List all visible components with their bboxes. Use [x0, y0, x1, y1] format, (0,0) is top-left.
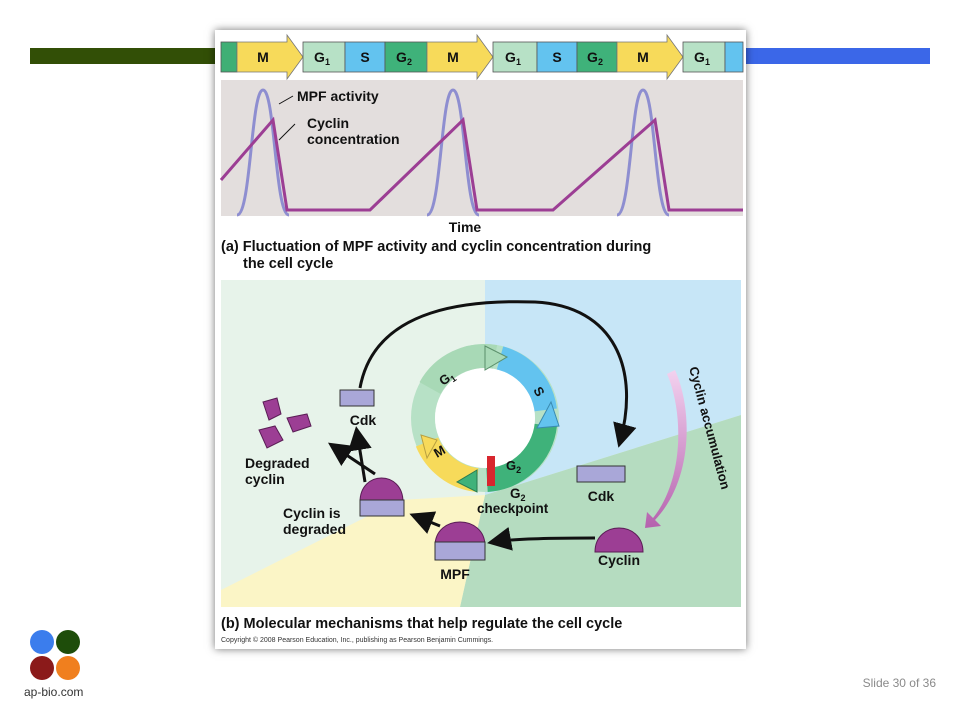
mpf-label: MPF [440, 566, 470, 582]
cyclin-label: Cyclin [598, 552, 640, 568]
phase-block-g2 [384, 41, 428, 73]
arrow-cdk-recycle [358, 300, 637, 448]
phase-label: S [552, 49, 561, 65]
logo-dot-blue [30, 630, 54, 654]
mpf-activity-curve [236, 88, 670, 217]
phase-block-m [236, 33, 304, 81]
phase-bar: M G1 S G2 M G1 S G2 M G1 [220, 33, 744, 81]
caption-b: (b) Molecular mechanisms that help regul… [221, 616, 622, 632]
phase-block-g1 [682, 41, 726, 73]
copyright-line: Copyright © 2008 Pearson Education, Inc.… [221, 636, 493, 644]
legend-concentration: concentration [307, 131, 400, 147]
decor-bar-right [740, 48, 930, 64]
logo-text: ap-bio.com [24, 685, 84, 699]
phase-label: M [257, 49, 269, 65]
cdk-right-shape [576, 465, 626, 483]
caption-a-line2: the cell cycle [243, 256, 333, 272]
logo-dot-orange [56, 656, 80, 680]
checkpoint-label-line2: checkpoint [477, 501, 549, 516]
cyclin-shape [594, 527, 644, 553]
cdk-left-label: Cdk [350, 412, 377, 428]
cdk-degrading-shape [359, 499, 405, 517]
figure-card: M G1 S G2 M G1 S G2 M G1 MPF activity Cy… [215, 30, 746, 649]
ap-bio-logo [30, 630, 80, 680]
legend-cyclin: Cyclin [307, 115, 349, 131]
legend-pointer [278, 95, 294, 105]
arrow-cyclin-to-mpf [487, 526, 596, 551]
degraded-cyclin-fragments [258, 397, 312, 449]
cyclin-is-degraded-line2: degraded [283, 521, 346, 537]
logo-dot-red [30, 656, 54, 680]
cyclin-degrading-shape [359, 477, 404, 503]
cdk-left-shape [339, 389, 375, 407]
phase-block-s [536, 41, 578, 73]
decor-bar-left [30, 48, 222, 64]
phase-block-g1 [492, 41, 538, 73]
phase-label: M [447, 49, 459, 65]
legend-pointer [278, 123, 296, 141]
cyclin-is-degraded-line1: Cyclin is [283, 505, 341, 521]
x-axis-label: Time [449, 219, 482, 235]
phase-label: S [360, 49, 369, 65]
phase-block-s [344, 41, 386, 73]
degraded-cyclin-line1: Degraded [245, 455, 310, 471]
arrow-to-degraded [328, 442, 376, 476]
cyclin-concentration-curve [219, 116, 743, 212]
arrow-to-cdk-left [347, 426, 372, 483]
caption-a-line1: (a) Fluctuation of MPF activity and cycl… [221, 239, 651, 255]
cdk-right-label: Cdk [588, 488, 615, 504]
legend-mpf-activity: MPF activity [297, 88, 379, 104]
g2-checkpoint-marker [487, 456, 495, 486]
phase-label: M [637, 49, 649, 65]
phase-block-m [616, 33, 684, 81]
cell-cycle-figure: M G1 S G2 M G1 S G2 M G1 MPF activity Cy… [219, 33, 744, 644]
cyclin-accumulation-arrow [645, 370, 687, 528]
arrow-mpf-to-degraded [409, 511, 441, 534]
cell-cycle-ring [411, 344, 560, 493]
phase-block-g1 [302, 41, 346, 73]
phase-block-m [426, 33, 494, 81]
logo-dot-green [56, 630, 80, 654]
degraded-cyclin-line2: cyclin [245, 471, 285, 487]
phase-block-g2 [576, 41, 618, 73]
slide-number: Slide 30 of 36 [862, 676, 936, 690]
mpf-cdk-shape [434, 541, 486, 561]
